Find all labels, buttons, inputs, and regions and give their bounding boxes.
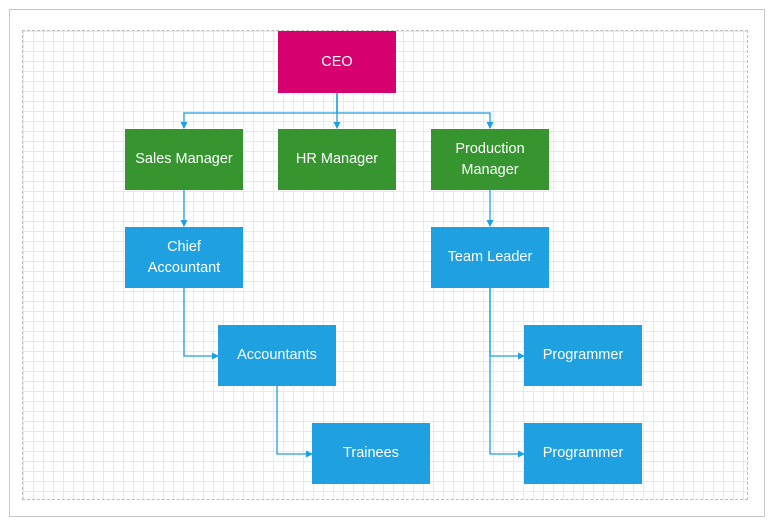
node-chief-accountant[interactable]: Chief Accountant (125, 227, 243, 288)
node-ceo[interactable]: CEO (278, 31, 396, 93)
node-programmer-2[interactable]: Programmer (524, 423, 642, 484)
node-production-manager[interactable]: Production Manager (431, 129, 549, 190)
node-programmer-1[interactable]: Programmer (524, 325, 642, 386)
node-sales-manager[interactable]: Sales Manager (125, 129, 243, 190)
node-hr-manager[interactable]: HR Manager (278, 129, 396, 190)
node-team-leader[interactable]: Team Leader (431, 227, 549, 288)
node-accountants[interactable]: Accountants (218, 325, 336, 386)
node-trainees[interactable]: Trainees (312, 423, 430, 484)
